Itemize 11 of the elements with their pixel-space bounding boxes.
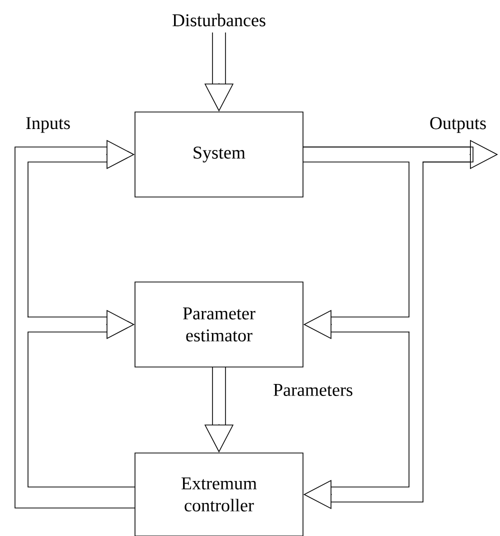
- hollow-arrow: [303, 162, 410, 340]
- process-box: System: [134, 112, 304, 198]
- edge-label: Inputs: [26, 117, 70, 133]
- edge-label: Outputs: [430, 117, 486, 133]
- input-label: Disturbances: [172, 14, 266, 26]
- hollow-arrow: [28, 310, 135, 488]
- process-box: Extremum controller: [134, 452, 304, 536]
- hollow-arrow: [303, 146, 474, 510]
- hollow-arrow: [14, 140, 135, 508]
- process-box: Parameter estimator: [134, 282, 304, 368]
- edge-label: Parameters: [274, 384, 352, 396]
